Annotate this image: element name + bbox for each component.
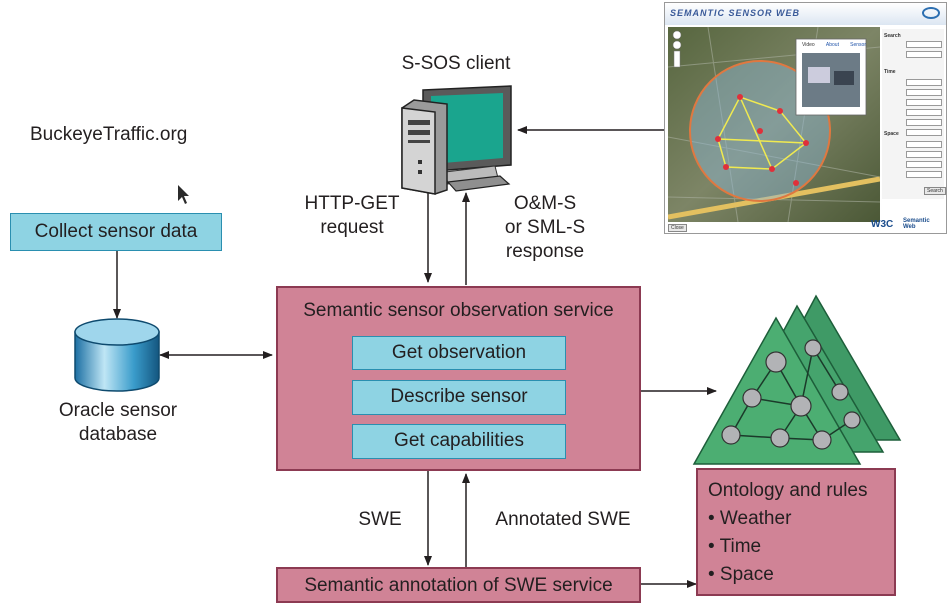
computer-icon [401, 85, 512, 195]
screenshot-map [668, 27, 880, 222]
screenshot-tabs: Video About Sensor [802, 42, 866, 48]
screenshot-panel-search: Search [884, 33, 901, 39]
ontology-graph-icon [692, 294, 902, 465]
collect-sensor-data-label: Collect sensor data [34, 221, 198, 242]
annotation-service-label: Semantic annotation of SWE service [304, 575, 613, 596]
screenshot-close-button[interactable]: Close [668, 224, 687, 232]
screenshot-panel-space: Space [884, 131, 899, 137]
annotated-swe-label: Annotated SWE [495, 509, 631, 530]
request-label-line2: request [320, 217, 384, 238]
ontology-item-space: • Space [708, 564, 774, 585]
screenshot-side-panel: Search Time Space Search [882, 29, 946, 199]
database-label-line2: database [78, 424, 158, 445]
database-icon [74, 318, 160, 392]
database-label: Oracle sensor database [30, 399, 206, 447]
response-label-line1: O&M-S [513, 193, 577, 214]
response-label-line3: response [505, 241, 585, 262]
screenshot-web-text: Web [903, 224, 916, 230]
request-label-line1: HTTP-GET [304, 193, 400, 214]
screenshot-tab-about: About [825, 42, 839, 48]
semantic-sos-box: Semantic sensor observation service Get … [276, 286, 641, 471]
screenshot-panel-time: Time [884, 69, 896, 75]
annotation-service-box: Semantic annotation of SWE service [276, 567, 641, 603]
ontology-rules-box: Ontology and rules • Weather • Time • Sp… [696, 468, 896, 596]
screenshot-banner: SEMANTIC SENSOR WEB [665, 3, 946, 25]
collect-sensor-data-box: Collect sensor data [10, 213, 222, 251]
screenshot-logo-icon [922, 7, 940, 19]
screenshot-panel-fields-2 [906, 79, 942, 136]
response-label-line2: or SML-S [504, 217, 586, 238]
cursor-icon [178, 185, 189, 204]
semantic-sos-title: Semantic sensor observation service [303, 300, 614, 321]
describe-sensor-box: Describe sensor [352, 380, 566, 415]
screenshot-panel-fields-1 [906, 41, 942, 58]
site-name: BuckeyeTraffic.org [30, 124, 188, 145]
get-observation-box: Get observation [352, 336, 566, 370]
client-label: S-SOS client [401, 53, 511, 74]
screenshot-tab-sensor: Sensor [850, 42, 866, 48]
ontology-item-time: • Time [708, 536, 762, 557]
screenshot-semantic-web-logo: Semantic Web [903, 218, 930, 230]
swe-label: SWE [358, 509, 402, 530]
describe-sensor-label: Describe sensor [390, 386, 528, 407]
request-label: HTTP-GET request [285, 192, 419, 240]
screenshot-semantic-text: Semantic [903, 218, 930, 224]
screenshot-banner-title: SEMANTIC SENSOR WEB [670, 8, 801, 18]
ontology-item-weather: • Weather [708, 508, 792, 529]
database-label-line1: Oracle sensor [58, 400, 178, 421]
screenshot-tab-video: Video [802, 42, 815, 48]
screenshot-panel-fields-3 [906, 141, 942, 178]
screenshot-w3c-logo: W3C [871, 219, 893, 230]
screenshot-w3c-text: W3C [871, 219, 894, 230]
get-capabilities-box: Get capabilities [352, 424, 566, 459]
response-label: O&M-S or SML-S response [478, 192, 612, 264]
get-observation-label: Get observation [391, 342, 527, 363]
screenshot-search-button[interactable]: Search [924, 187, 946, 195]
semantic-sensor-web-screenshot: SEMANTIC SENSOR WEB [664, 2, 947, 234]
get-capabilities-label: Get capabilities [394, 430, 524, 451]
ontology-title: Ontology and rules [708, 480, 868, 501]
